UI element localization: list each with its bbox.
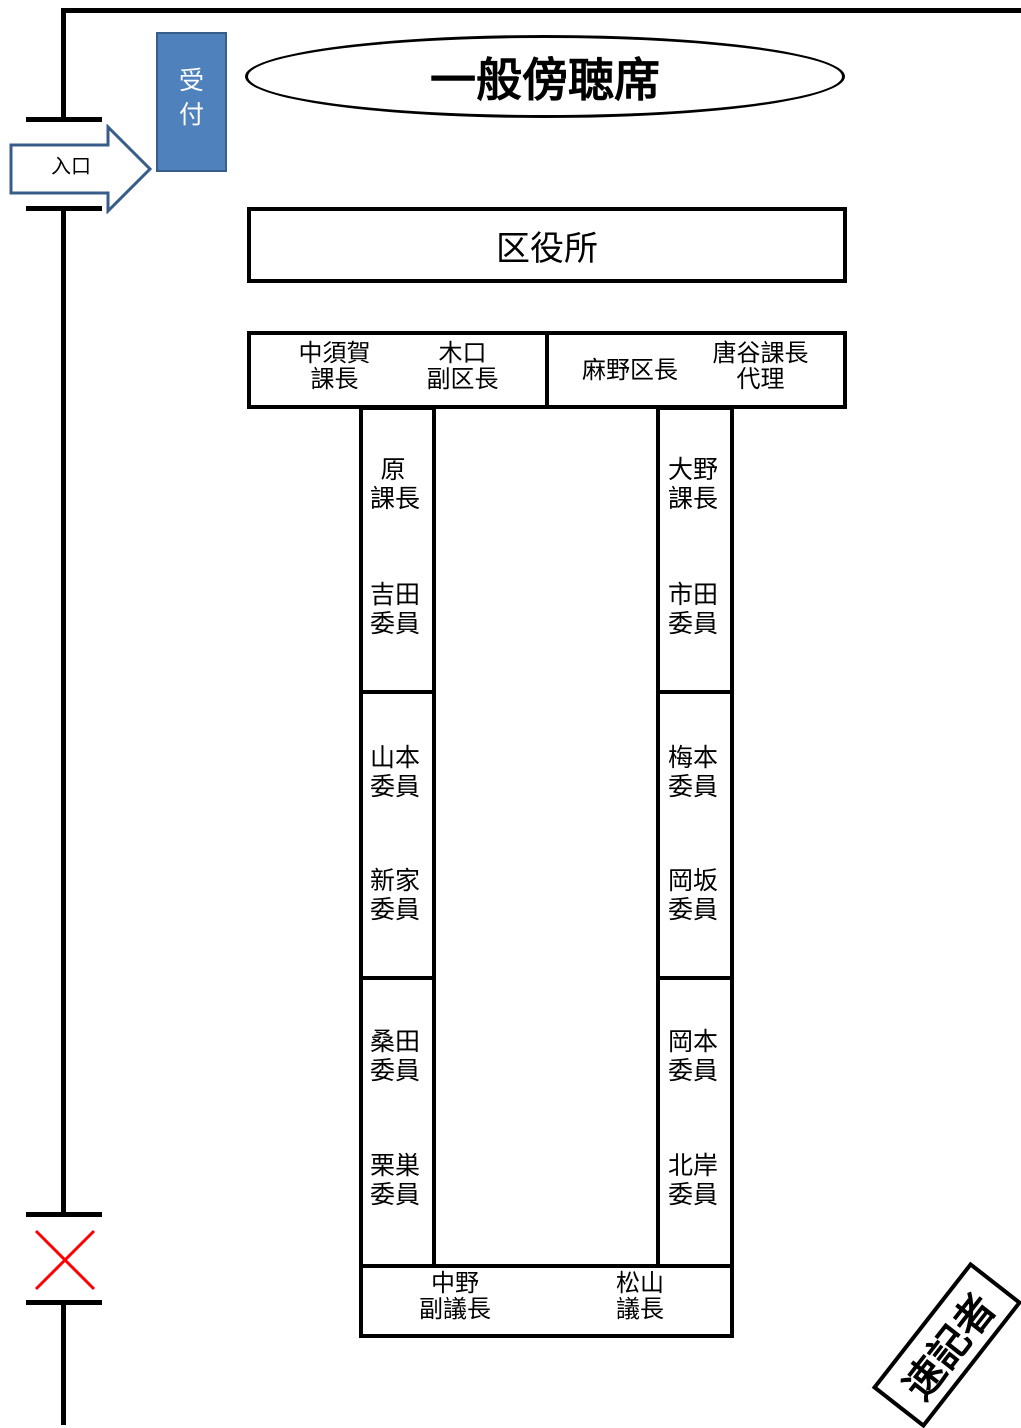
right-table-2	[656, 690, 734, 980]
right-seat-2-name: 市田	[668, 580, 719, 609]
left-seat-3-name: 山本	[370, 743, 421, 772]
reception-label-1: 受	[178, 66, 204, 95]
left-seat-4: 新家 委員	[370, 866, 450, 925]
head-seat-2-name: 木口	[438, 339, 487, 367]
right-seat-4-title: 委員	[668, 894, 719, 924]
public-gallery-title: 一般傍聴席	[245, 35, 845, 118]
arrow-right-icon	[9, 124, 153, 214]
left-seat-4-name: 新家	[370, 866, 421, 895]
entrance-jamb-bottom	[26, 206, 102, 211]
left-seat-1-title: 課長	[370, 483, 421, 513]
head-seat-1-name: 中須賀	[298, 339, 371, 367]
left-table-1	[359, 406, 436, 694]
bottom-seat-2-title: 議長	[616, 1295, 664, 1324]
top-wall	[61, 8, 1021, 13]
left-wall-lower	[61, 1302, 66, 1425]
stenographer-desk: 速記者	[871, 1261, 1021, 1428]
right-seat-5: 岡本 委員	[668, 1027, 748, 1086]
left-seat-4-title: 委員	[370, 894, 421, 924]
bottom-table	[359, 1264, 734, 1338]
right-seat-4: 岡坂 委員	[668, 866, 748, 925]
head-seat-2-title: 副区長	[426, 365, 499, 394]
left-seat-5-name: 桑田	[370, 1027, 421, 1056]
right-seat-3-title: 委員	[668, 771, 719, 801]
left-table-2	[359, 690, 436, 980]
head-seat-4-name: 唐谷課長	[712, 339, 809, 367]
bottom-seat-1: 中野 副議長	[395, 1270, 515, 1323]
head-seat-3: 麻野区長	[565, 356, 695, 384]
left-seat-6-name: 栗巣	[370, 1151, 421, 1180]
right-seat-2-title: 委員	[668, 608, 719, 638]
head-seat-2: 木口 副区長	[405, 340, 520, 393]
left-seat-2-name: 吉田	[370, 580, 421, 609]
reception-desk: 受 付	[156, 32, 227, 172]
bottom-seat-1-name: 中野	[431, 1269, 479, 1297]
left-seat-6-title: 委員	[370, 1179, 421, 1209]
bottom-seat-2: 松山 議長	[580, 1270, 700, 1323]
stenographer-label: 速記者	[895, 1286, 1006, 1409]
entrance-jamb-top	[26, 117, 102, 122]
right-seat-3: 梅本 委員	[668, 743, 748, 802]
right-seat-2: 市田 委員	[668, 580, 748, 639]
x-mark-icon	[34, 1229, 96, 1291]
right-seat-1-name: 大野	[668, 455, 719, 484]
bottom-seat-2-name: 松山	[616, 1269, 664, 1297]
right-seat-1: 大野 課長	[668, 455, 748, 514]
right-seat-3-name: 梅本	[668, 743, 719, 772]
left-table-3	[359, 976, 436, 1268]
left-wall-middle	[61, 208, 66, 1215]
left-seat-1: 原 課長	[370, 455, 450, 514]
left-seat-5: 桑田 委員	[370, 1027, 450, 1086]
left-seat-6: 栗巣 委員	[370, 1151, 450, 1210]
head-seat-3-name: 麻野区長	[582, 356, 678, 384]
reception-label-2: 付	[178, 99, 204, 129]
head-seat-4-title: 代理	[736, 365, 785, 394]
head-seat-1: 中須賀 課長	[282, 340, 387, 393]
closed-door-jamb-bottom	[26, 1300, 102, 1305]
head-seat-1-title: 課長	[310, 365, 359, 394]
left-seat-1-name: 原	[380, 455, 406, 484]
entrance-label: 入口	[51, 154, 91, 178]
left-seat-5-title: 委員	[370, 1055, 421, 1085]
right-seat-4-name: 岡坂	[668, 866, 719, 895]
right-seat-6-name: 北岸	[668, 1151, 719, 1180]
head-seat-4: 唐谷課長 代理	[698, 340, 823, 393]
bottom-seat-1-title: 副議長	[419, 1295, 491, 1324]
ward-office-box: 区役所	[247, 207, 847, 283]
right-seat-6: 北岸 委員	[668, 1151, 748, 1210]
page-title: 一般傍聴席	[430, 52, 660, 107]
right-seat-5-title: 委員	[668, 1055, 719, 1085]
right-seat-6-title: 委員	[668, 1179, 719, 1209]
ward-office-label: 区役所	[496, 228, 598, 269]
closed-door-jamb-top	[26, 1212, 102, 1217]
left-seat-2: 吉田 委員	[370, 580, 450, 639]
head-table-divider	[545, 331, 549, 409]
right-table-1	[656, 406, 734, 694]
left-seat-3-title: 委員	[370, 771, 421, 801]
right-table-3	[656, 976, 734, 1268]
left-seat-2-title: 委員	[370, 608, 421, 638]
right-seat-1-title: 課長	[668, 483, 719, 513]
left-seat-3: 山本 委員	[370, 743, 450, 802]
right-seat-5-name: 岡本	[668, 1027, 719, 1056]
left-wall-upper	[61, 8, 66, 120]
